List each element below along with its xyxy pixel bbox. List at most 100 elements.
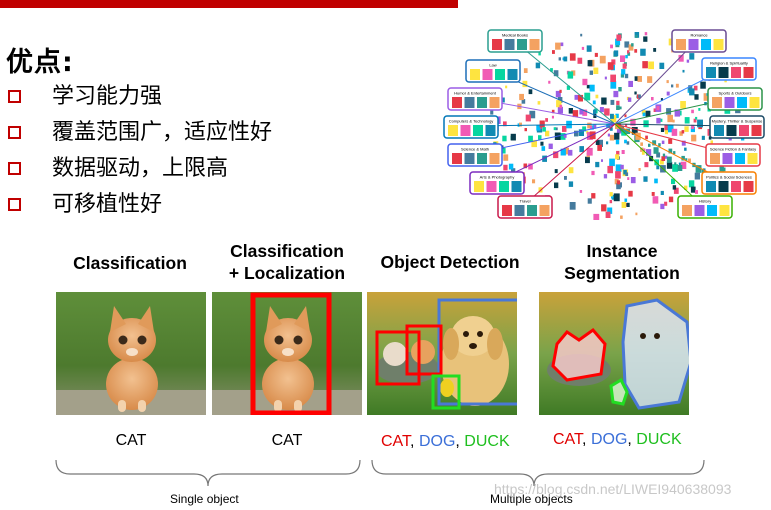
scatter-cover (634, 91, 637, 95)
scatter-cover (648, 61, 654, 70)
scatter-cover (553, 70, 559, 77)
scatter-cover (672, 185, 677, 190)
scatter-cover (610, 74, 616, 82)
scatter-cover (604, 76, 607, 80)
scatter-cover (552, 50, 555, 54)
scatter-cover (681, 155, 685, 161)
scatter-cover (574, 130, 579, 137)
scatter-cover (599, 55, 606, 64)
scatter-cover (603, 174, 608, 179)
scatter-cover (528, 163, 533, 170)
book-cover-thumbnail (735, 153, 745, 164)
scatter-cover (531, 139, 537, 148)
cluster-label: Sports & Outdoors (719, 91, 752, 96)
scatter-cover (626, 141, 630, 145)
scatter-cover (684, 126, 689, 132)
cluster-connector (614, 39, 698, 125)
book-cover-thumbnail (477, 153, 487, 164)
scatter-cover (538, 52, 541, 56)
scatter-cover (597, 139, 603, 147)
cluster-label: Science Fiction & Fantasy (710, 147, 756, 152)
scatter-cover (601, 159, 603, 162)
cluster-card: Politics & Social Sciences (701, 171, 757, 195)
scatter-cover (614, 132, 620, 140)
scatter-cover (595, 161, 600, 168)
scatter-cover (607, 124, 610, 129)
cluster-label: Romance (690, 33, 708, 38)
book-cover-thumbnail (718, 181, 729, 192)
scatter-cover (537, 101, 541, 105)
scatter-cover (621, 150, 625, 154)
scatter-cover (548, 80, 551, 84)
scatter-cover (693, 85, 698, 91)
scatter-cover (568, 108, 573, 114)
scatter-cover (624, 73, 629, 79)
scatter-cover (643, 148, 646, 151)
scatter-cover (644, 32, 648, 36)
scatter-cover (631, 127, 638, 135)
scatter-cover (550, 68, 553, 72)
book-cover-thumbnail (714, 125, 724, 136)
scatter-cover (587, 198, 592, 204)
scatter-cover (630, 177, 636, 184)
book-cover-thumbnail (747, 153, 758, 164)
scatter-cover (684, 117, 690, 124)
task-header-classification: Classification (73, 253, 187, 273)
scatter-cover (644, 162, 649, 168)
scatter-cover (658, 143, 661, 147)
scatter-cover (653, 48, 657, 52)
scatter-cover (620, 73, 624, 78)
scatter-cover (569, 202, 576, 210)
scatter-cover (524, 128, 527, 132)
scatter-cover (559, 89, 562, 93)
scatter-cover (666, 91, 670, 96)
scatter-cover (672, 119, 675, 123)
scatter-cover (592, 100, 596, 105)
scatter-cover (623, 169, 627, 175)
book-cover-thumbnail (701, 39, 711, 50)
scatter-cover (609, 134, 615, 141)
scatter-cover (695, 165, 702, 173)
scatter-cover (623, 128, 627, 133)
scatter-cover (551, 109, 555, 114)
scatter-cover (591, 170, 595, 176)
scatter-cover (610, 81, 617, 89)
scatter-cover (582, 109, 588, 116)
cluster-card: Arts & Photography (469, 171, 525, 195)
scatter-cover (519, 122, 522, 127)
scatter-cover (535, 62, 541, 69)
task-header-detection: Object Detection (380, 252, 520, 272)
scatter-cover (653, 108, 657, 112)
scatter-cover (616, 150, 620, 156)
scatter-cover (684, 147, 687, 151)
scatter-cover (689, 53, 695, 60)
scatter-cover (637, 76, 642, 82)
scatter-cover (538, 135, 542, 140)
scatter-cover (701, 135, 705, 140)
scatter-cover (502, 135, 507, 142)
book-cover-thumbnail (718, 67, 729, 78)
scatter-cover (582, 126, 587, 132)
scatter-cover (510, 133, 516, 141)
book-cover-thumbnail (460, 125, 471, 136)
scatter-cover (593, 213, 600, 220)
scatter-cover (584, 92, 591, 101)
scatter-cover (664, 130, 668, 135)
scatter-cover (522, 80, 528, 88)
book-cover-thumbnail (502, 205, 512, 216)
cluster-label: Science & Math (461, 147, 489, 152)
book-cover-thumbnail (452, 97, 462, 108)
scatter-cover (664, 155, 668, 159)
scatter-cover (666, 108, 672, 115)
cat-mask (551, 327, 607, 382)
book-cover-thumbnail (722, 153, 733, 164)
scatter-cover (686, 59, 690, 63)
cat-bounding-box (405, 324, 443, 376)
scatter-cover (529, 110, 536, 119)
scatter-cover (555, 127, 558, 131)
scatter-cover (616, 180, 621, 185)
scatter-cover (564, 176, 567, 180)
scatter-cover (695, 116, 698, 120)
scatter-cover (560, 42, 564, 47)
scatter-cover (621, 69, 626, 75)
